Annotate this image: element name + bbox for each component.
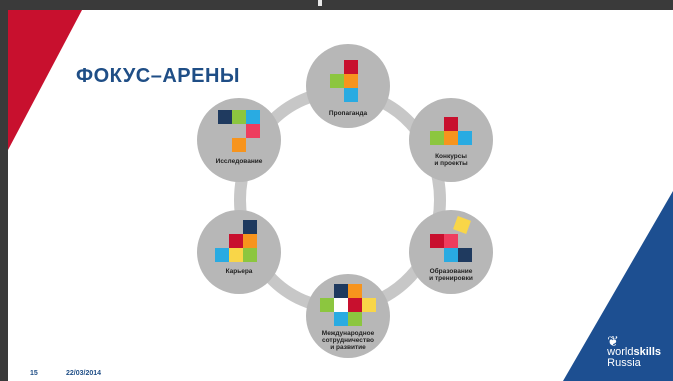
slide-date: 22/03/2014 xyxy=(66,370,102,377)
square-red xyxy=(444,117,458,131)
square-navy xyxy=(334,284,348,298)
red-corner-decoration xyxy=(8,10,82,150)
square-navy xyxy=(243,220,257,234)
focus-arena-education[interactable]: Образование и тренировки xyxy=(409,210,493,294)
square-blue xyxy=(334,312,348,326)
slide-number: 15 xyxy=(30,370,38,377)
square-red xyxy=(229,234,243,248)
focus-arena-research[interactable]: Исследование xyxy=(197,98,281,182)
node-label: Исследование xyxy=(215,158,263,165)
square-blue xyxy=(246,110,260,124)
square-blue xyxy=(458,131,472,145)
node-label: Образование и тренировки xyxy=(429,268,473,282)
square-white xyxy=(334,298,348,312)
square-orange xyxy=(243,234,257,248)
logo-text-russia: Russia xyxy=(607,357,641,369)
square-red xyxy=(430,234,444,248)
logo-text-skills: skills xyxy=(633,346,661,358)
worldskills-logo: ❦ worldskills Russia xyxy=(607,333,661,369)
square-pink xyxy=(246,124,260,138)
square-orange xyxy=(232,138,246,152)
square-blue xyxy=(344,88,358,102)
square-red xyxy=(344,60,358,74)
window-top-bar xyxy=(0,0,673,10)
node-label: Карьера xyxy=(225,268,253,275)
square-green xyxy=(430,131,444,145)
square-blue xyxy=(215,248,229,262)
square-green xyxy=(243,248,257,262)
node-label: Конкурсы и проекты xyxy=(434,153,468,167)
logo-mark-icon: ❦ xyxy=(607,333,619,349)
square-yellow xyxy=(453,216,471,234)
square-green xyxy=(330,74,344,88)
square-navy xyxy=(458,248,472,262)
square-yellow xyxy=(362,298,376,312)
square-pink xyxy=(444,234,458,248)
focus-arena-contests[interactable]: Конкурсы и проекты xyxy=(409,98,493,182)
focus-arena-career[interactable]: Карьера xyxy=(197,210,281,294)
square-yellow xyxy=(229,248,243,262)
square-blue xyxy=(444,248,458,262)
square-navy xyxy=(218,110,232,124)
square-green xyxy=(348,312,362,326)
presentation-slide: ФОКУС–АРЕНЫ Пропаганда Конкурсы и проект… xyxy=(8,10,673,381)
node-label: Пропаганда xyxy=(328,110,368,117)
slide-title: ФОКУС–АРЕНЫ xyxy=(76,65,240,87)
square-orange xyxy=(344,74,358,88)
focus-arena-propaganda[interactable]: Пропаганда xyxy=(306,44,390,128)
square-orange xyxy=(348,284,362,298)
logo-text-world: world xyxy=(607,346,634,358)
square-red xyxy=(348,298,362,312)
square-orange xyxy=(444,131,458,145)
square-green xyxy=(320,298,334,312)
blue-corner-decoration xyxy=(563,191,673,381)
node-label: Международное сотрудничество и развитие xyxy=(321,330,375,351)
focus-arena-international[interactable]: Международное сотрудничество и развитие xyxy=(306,274,390,358)
square-green xyxy=(232,110,246,124)
top-marker xyxy=(318,0,322,6)
